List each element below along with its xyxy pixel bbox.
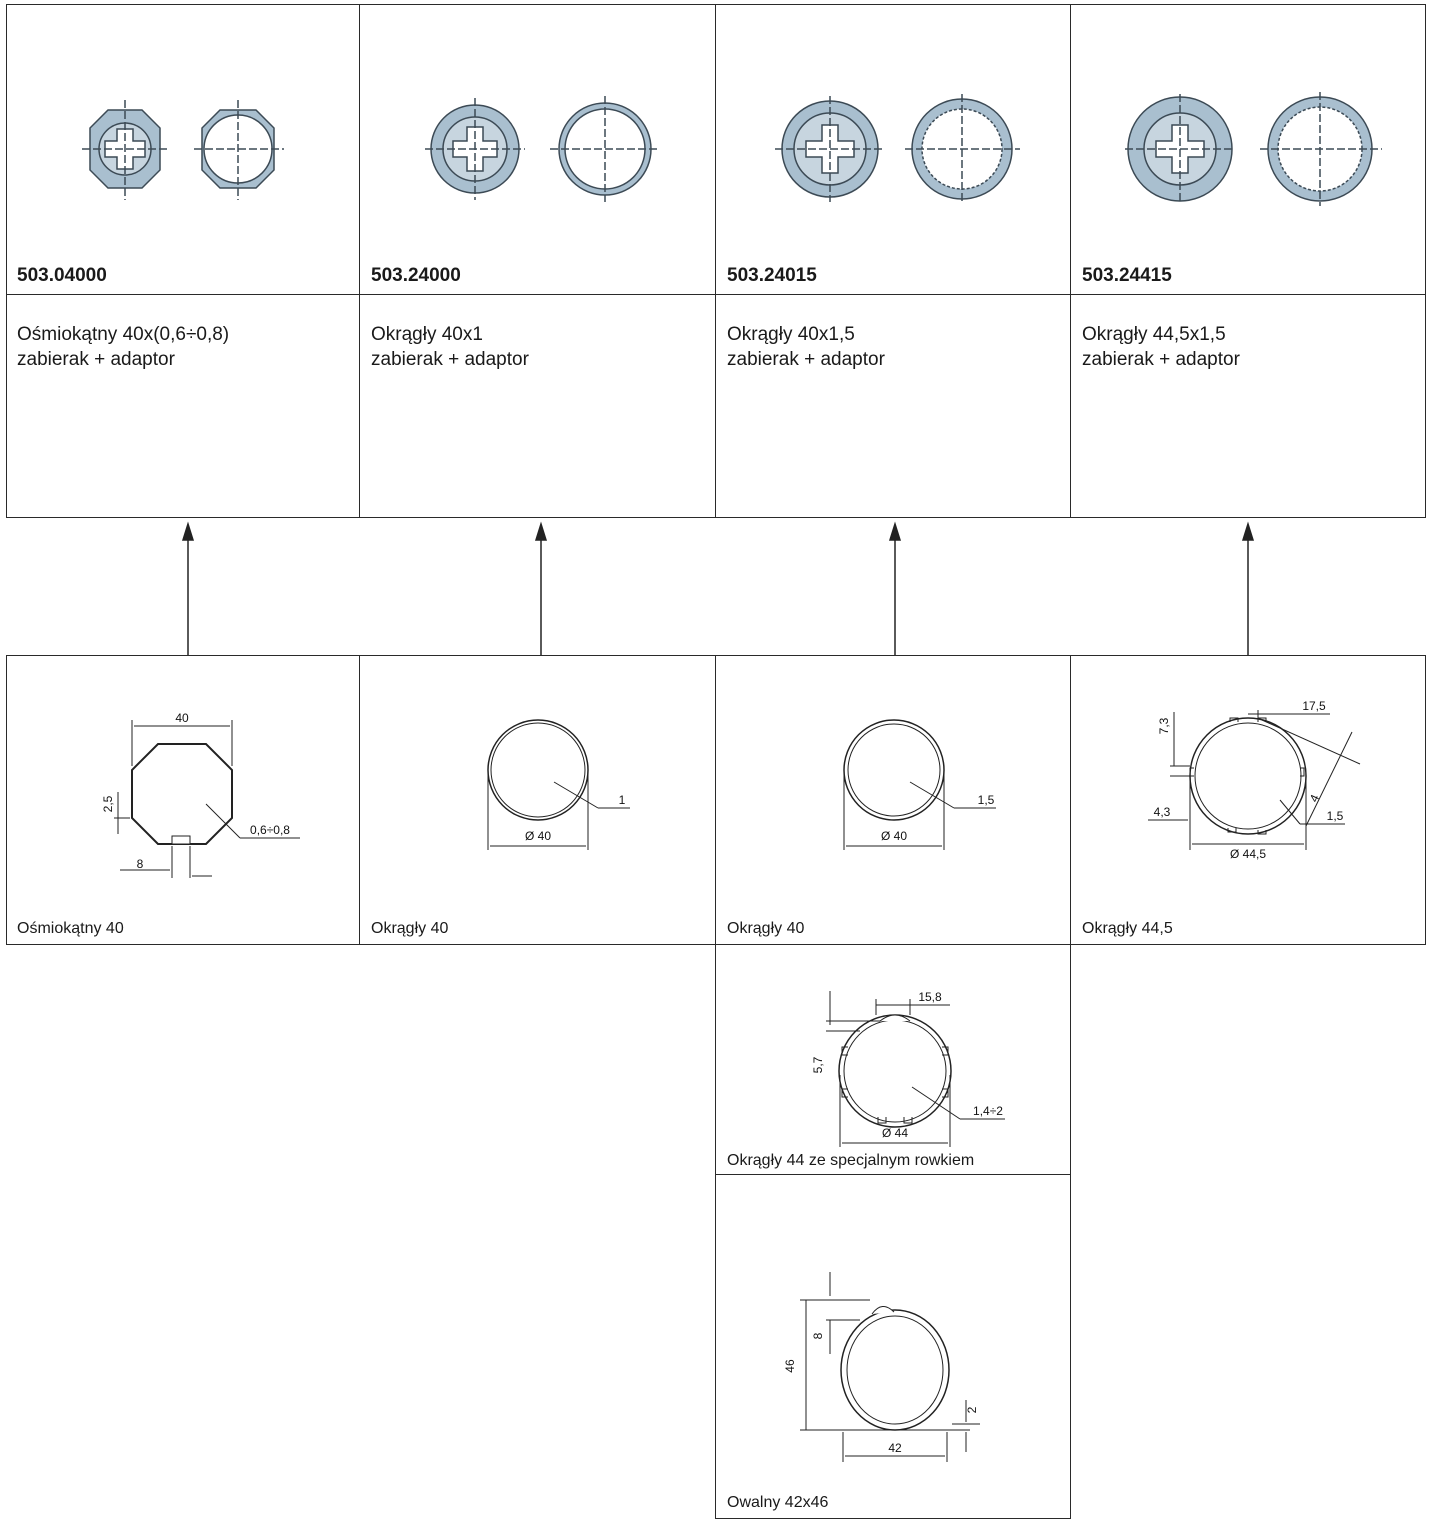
product-code: 503.04000 — [17, 265, 107, 286]
connector-arrows — [181, 521, 1255, 656]
product-code: 503.24415 — [1082, 265, 1172, 286]
product-image-3 — [775, 94, 1020, 204]
profile-cell-3 — [715, 655, 1071, 945]
drive-adapter-icon — [1125, 94, 1235, 204]
product-cell-1 — [6, 4, 360, 518]
profile-cell-5 — [715, 944, 1071, 1175]
profile-drawing-round445: 17,5 7,3 4,3 4 1,5 Ø 44,5 — [1148, 699, 1361, 861]
product-image-1 — [82, 100, 284, 200]
dim-diameter: Ø 44,5 — [1230, 847, 1266, 861]
profile-caption: Okrągły 44,5 — [1082, 920, 1173, 937]
profile-cell-1 — [6, 655, 360, 945]
profile-caption: Okrągły 40 — [727, 920, 805, 937]
dim-width: 42 — [888, 1441, 902, 1455]
dim-wall: 0,6÷0,8 — [250, 823, 290, 837]
profile-caption: Okrągły 44 ze specjalnym rowkiem — [727, 1152, 975, 1169]
profile-caption: Ośmiokątny 40 — [17, 920, 124, 937]
dim-wall: 1,5 — [978, 793, 995, 807]
product-cell-4 — [1070, 4, 1426, 518]
tube-adapter-icon — [194, 100, 284, 200]
tube-adapter-icon — [550, 96, 660, 202]
product-cell-2 — [359, 4, 716, 518]
profile-drawing-round44-groove: 15,8 5,7 1,4÷2 Ø 44 — [811, 990, 1005, 1147]
table-divider — [6, 294, 1426, 295]
tube-adapter-icon — [1260, 92, 1382, 206]
profile-caption: Okrągły 40 — [371, 920, 449, 937]
product-image-4 — [1125, 92, 1382, 206]
dim-diameter: Ø 44 — [882, 1126, 908, 1140]
dim-angle: 4 — [1307, 792, 1323, 804]
drive-adapter-icon — [82, 100, 168, 200]
profile-cell-2 — [359, 655, 716, 945]
tube-adapter-icon — [905, 94, 1020, 204]
profile-drawing-round40-15: Ø 40 1,5 — [843, 719, 996, 850]
product-image-2 — [425, 96, 660, 202]
dim-height: 2,5 — [101, 795, 115, 812]
dim-width: 40 — [175, 711, 189, 725]
profile-drawing-oval: 46 8 2 42 — [783, 1272, 980, 1462]
dim-wall: 2 — [965, 1406, 979, 1413]
dim-wall: 1,4÷2 — [973, 1104, 1003, 1118]
profile-drawing-octagon: 40 2,5 8 0,6÷0,8 — [101, 711, 300, 878]
profile-drawing-round40: Ø 40 1 — [487, 719, 630, 850]
product-code: 503.24015 — [727, 265, 817, 286]
profile-cell-4 — [1070, 655, 1426, 945]
dim-wall: 1,5 — [1327, 809, 1344, 823]
drive-adapter-icon — [425, 98, 525, 200]
dim-diameter: Ø 40 — [881, 829, 907, 843]
dim-wall: 1 — [619, 793, 626, 807]
dim-left-height: 7,3 — [1157, 717, 1171, 734]
product-code: 503.24000 — [371, 265, 461, 286]
dim-diameter: Ø 40 — [525, 829, 551, 843]
dim-groove: 8 — [811, 1332, 825, 1339]
dim-top: 15,8 — [918, 990, 942, 1004]
dim-left-height: 5,7 — [811, 1056, 825, 1073]
product-cell-3 — [715, 4, 1071, 518]
profile-cell-6 — [715, 1174, 1071, 1519]
drive-adapter-icon — [775, 96, 885, 202]
dim-top: 17,5 — [1302, 699, 1326, 713]
dim-height: 46 — [783, 1359, 797, 1373]
dim-slot: 8 — [137, 857, 144, 871]
profile-caption: Owalny 42x46 — [727, 1494, 829, 1511]
dim-left: 4,3 — [1154, 805, 1171, 819]
product-description: Ośmiokątny 40x(0,6÷0,8)zabierak + adapto… — [17, 324, 230, 370]
